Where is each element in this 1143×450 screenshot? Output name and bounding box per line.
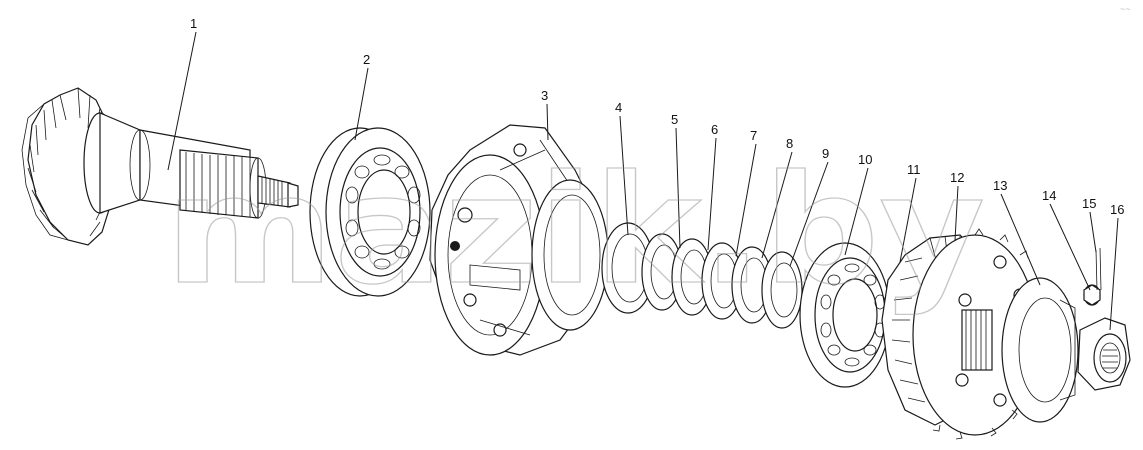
- callout-4: 4: [615, 100, 622, 115]
- callout-1: 1: [190, 16, 197, 31]
- leader-7: [735, 143, 757, 257]
- corner-mark: ~~: [1120, 4, 1131, 14]
- part-2-roller-bearing: [309, 127, 431, 297]
- callout-9: 9: [822, 146, 829, 161]
- leader-3: [546, 103, 549, 141]
- callout-3: 3: [541, 88, 548, 103]
- callout-13: 13: [993, 178, 1007, 193]
- leader-6: [707, 137, 717, 251]
- part-13-flange-gear: [912, 228, 1045, 440]
- watermark-text: mazik.by: [165, 144, 985, 318]
- leader-11: [899, 177, 917, 263]
- callout-labels: 1 2 3 4 5 6 7 8 9 10 11 12 13 14 15 16: [190, 16, 1124, 217]
- callout-6: 6: [711, 122, 718, 137]
- part-7-washer: [701, 242, 743, 320]
- leader-10: [844, 167, 869, 256]
- callout-7: 7: [750, 128, 757, 143]
- part-14-flange-cover: [1001, 277, 1079, 423]
- leader-13: [1000, 193, 1041, 286]
- part-3-bearing-housing: [429, 124, 609, 356]
- callout-10: 10: [858, 152, 872, 167]
- leader-lines: [167, 31, 1119, 331]
- leader-14: [1049, 203, 1091, 291]
- leader-8: [761, 151, 793, 259]
- leader-9: [789, 161, 829, 267]
- leader-16: [1109, 217, 1119, 331]
- part-15-bolt: [1083, 247, 1102, 306]
- leader-1: [167, 31, 197, 171]
- part-16-nut: [1077, 317, 1131, 391]
- callout-16: 16: [1110, 202, 1124, 217]
- callout-8: 8: [786, 136, 793, 151]
- callout-12: 12: [950, 170, 964, 185]
- callout-15: 15: [1082, 196, 1096, 211]
- leader-12: [954, 185, 959, 241]
- part-1-bevel-pinion-shaft: [21, 87, 299, 246]
- leader-4: [619, 115, 629, 236]
- callout-5: 5: [671, 112, 678, 127]
- leader-15: [1089, 211, 1097, 253]
- callout-14: 14: [1042, 188, 1056, 203]
- leader-5: [675, 127, 681, 249]
- leader-2: [354, 67, 369, 141]
- callout-2: 2: [363, 52, 370, 67]
- callout-11: 11: [907, 162, 921, 177]
- part-9-washer: [761, 251, 803, 329]
